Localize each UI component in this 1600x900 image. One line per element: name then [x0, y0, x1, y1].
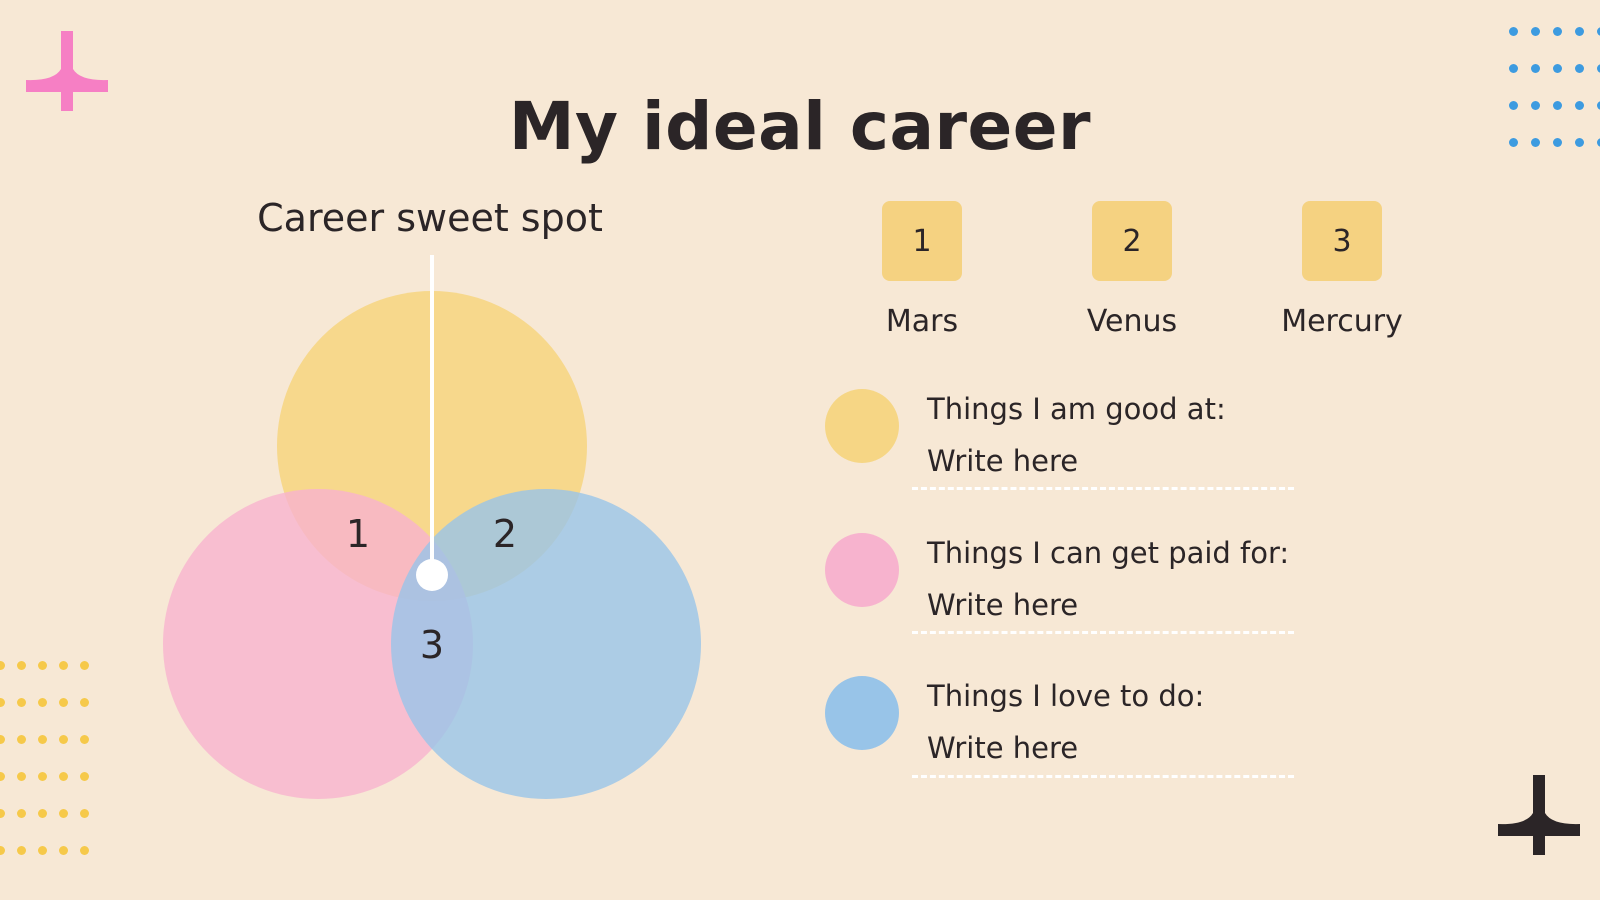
- decorative-dot: [59, 772, 68, 781]
- legend-value-love-to-do[interactable]: Write here: [927, 731, 1079, 765]
- legend-dot-paid-for: [825, 533, 899, 607]
- sweet-spot-marker: [416, 559, 448, 591]
- decorative-dot: [1597, 27, 1600, 36]
- decorative-dot: [1597, 64, 1600, 73]
- legend-underline-good-at: [912, 487, 1294, 490]
- venn-circle-love-to-do: [391, 489, 701, 799]
- venn-circle-paid-for: [163, 489, 473, 799]
- legend-underline-love-to-do: [912, 775, 1294, 778]
- decorative-dot: [1509, 27, 1518, 36]
- decorative-dot: [17, 809, 26, 818]
- decorative-dot: [1597, 101, 1600, 110]
- decorative-dot: [1575, 138, 1584, 147]
- decorative-dot: [80, 772, 89, 781]
- decorative-dot: [17, 772, 26, 781]
- decorative-dot: [1597, 138, 1600, 147]
- decorative-dot: [80, 809, 89, 818]
- key-name-3: Mercury: [1281, 304, 1403, 339]
- legend-dot-good-at: [825, 389, 899, 463]
- key-badge-2: 2: [1092, 201, 1172, 281]
- decorative-dot: [0, 698, 5, 707]
- venn-region-label-1: 1: [346, 512, 370, 556]
- decorative-dot: [0, 846, 5, 855]
- decorative-dot: [38, 772, 47, 781]
- decorative-dot: [59, 809, 68, 818]
- decorative-dot: [1531, 27, 1540, 36]
- decorative-dot: [80, 846, 89, 855]
- legend-label-paid-for: Things I can get paid for:: [927, 536, 1290, 570]
- decorative-dot: [1531, 101, 1540, 110]
- dark-jet-icon: [1498, 775, 1580, 855]
- decorative-dot: [1531, 138, 1540, 147]
- decorative-dot: [38, 735, 47, 744]
- key-badge-3: 3: [1302, 201, 1382, 281]
- decorative-dot: [1509, 138, 1518, 147]
- decorative-dot: [1509, 101, 1518, 110]
- pink-jet-icon: [26, 31, 108, 111]
- decorative-dot: [17, 698, 26, 707]
- venn-region-label-3: 3: [420, 623, 444, 667]
- decorative-dot: [0, 809, 5, 818]
- decorative-dot: [0, 661, 5, 670]
- blue-dot-pattern: [1509, 27, 1600, 147]
- legend-dot-love-to-do: [825, 676, 899, 750]
- decorative-dot: [59, 735, 68, 744]
- decorative-dot: [1553, 101, 1562, 110]
- venn-diagram: 1 2 3: [163, 255, 701, 799]
- legend-value-good-at[interactable]: Write here: [927, 444, 1079, 478]
- decorative-dot: [38, 846, 47, 855]
- decorative-dot: [17, 661, 26, 670]
- page-title: My ideal career: [508, 88, 1092, 165]
- decorative-dot: [1553, 27, 1562, 36]
- key-badge-1: 1: [882, 201, 962, 281]
- sweet-spot-label: Career sweet spot: [257, 196, 603, 240]
- key-name-1: Mars: [885, 304, 959, 339]
- decorative-dot: [0, 772, 5, 781]
- decorative-dot: [38, 698, 47, 707]
- key-name-2: Venus: [1086, 304, 1178, 339]
- legend-underline-paid-for: [912, 631, 1294, 634]
- decorative-dot: [1575, 27, 1584, 36]
- yellow-dot-pattern: [0, 661, 89, 855]
- decorative-dot: [1575, 64, 1584, 73]
- decorative-dot: [0, 735, 5, 744]
- decorative-dot: [38, 809, 47, 818]
- decorative-dot: [80, 698, 89, 707]
- decorative-dot: [59, 698, 68, 707]
- legend-label-good-at: Things I am good at:: [927, 392, 1226, 426]
- legend-label-love-to-do: Things I love to do:: [927, 679, 1205, 713]
- decorative-dot: [1531, 64, 1540, 73]
- decorative-dot: [1553, 64, 1562, 73]
- decorative-dot: [59, 846, 68, 855]
- decorative-dot: [80, 661, 89, 670]
- venn-region-label-2: 2: [493, 512, 517, 556]
- decorative-dot: [80, 735, 89, 744]
- decorative-dot: [1509, 64, 1518, 73]
- decorative-dot: [59, 661, 68, 670]
- decorative-dot: [38, 661, 47, 670]
- decorative-dot: [17, 846, 26, 855]
- decorative-dot: [1553, 138, 1562, 147]
- decorative-dot: [1575, 101, 1584, 110]
- legend-value-paid-for[interactable]: Write here: [927, 588, 1079, 622]
- decorative-dot: [17, 735, 26, 744]
